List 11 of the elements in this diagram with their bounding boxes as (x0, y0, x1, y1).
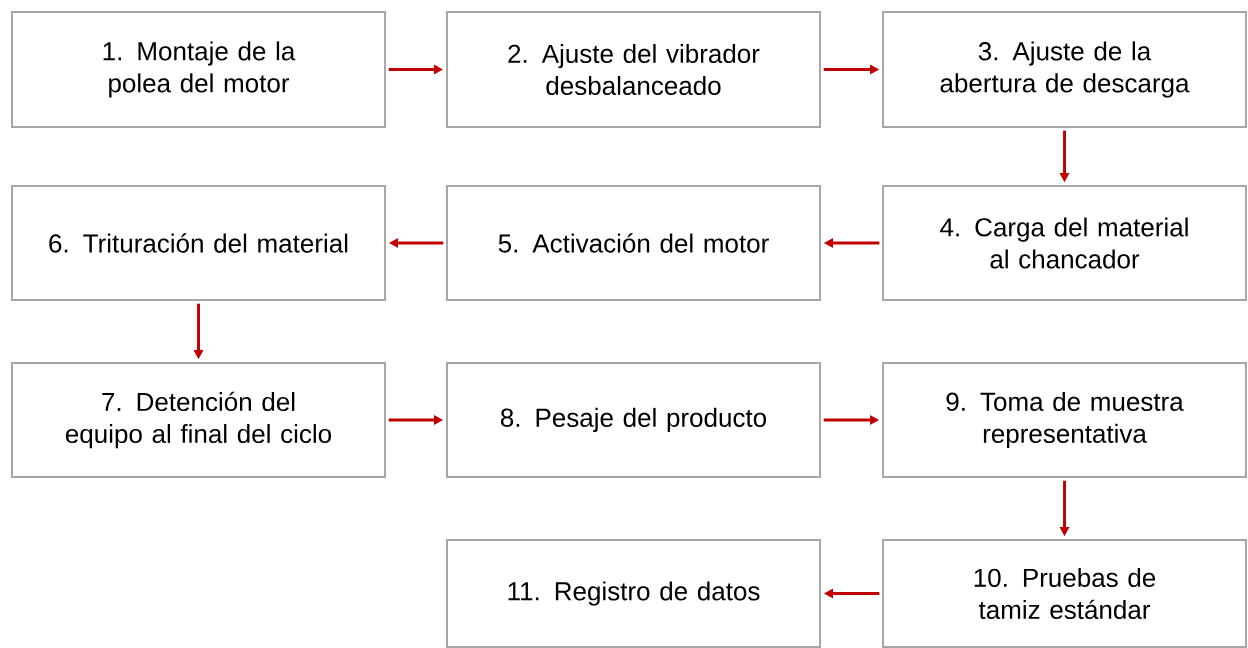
process-box: 6. Trituración del material (11, 185, 387, 301)
process-box: 8. Pesaje del producto (446, 362, 822, 478)
process-box: 5. Activación del motor (446, 185, 822, 301)
process-box: 10. Pruebas de tamiz estándar (882, 539, 1247, 648)
process-box: 9. Toma de muestra representativa (882, 362, 1247, 478)
process-box: 1. Montaje de la polea del motor (11, 11, 387, 128)
process-box: 11. Registro de datos (446, 539, 822, 648)
process-box: 7. Detención del equipo al final del ciclo (11, 362, 387, 478)
process-box: 4. Carga del material al chancador (882, 185, 1247, 301)
process-box: 2. Ajuste del vibrador desbalanceado (446, 11, 822, 128)
process-box: 3. Ajuste de la abertura de descarga (882, 11, 1247, 128)
